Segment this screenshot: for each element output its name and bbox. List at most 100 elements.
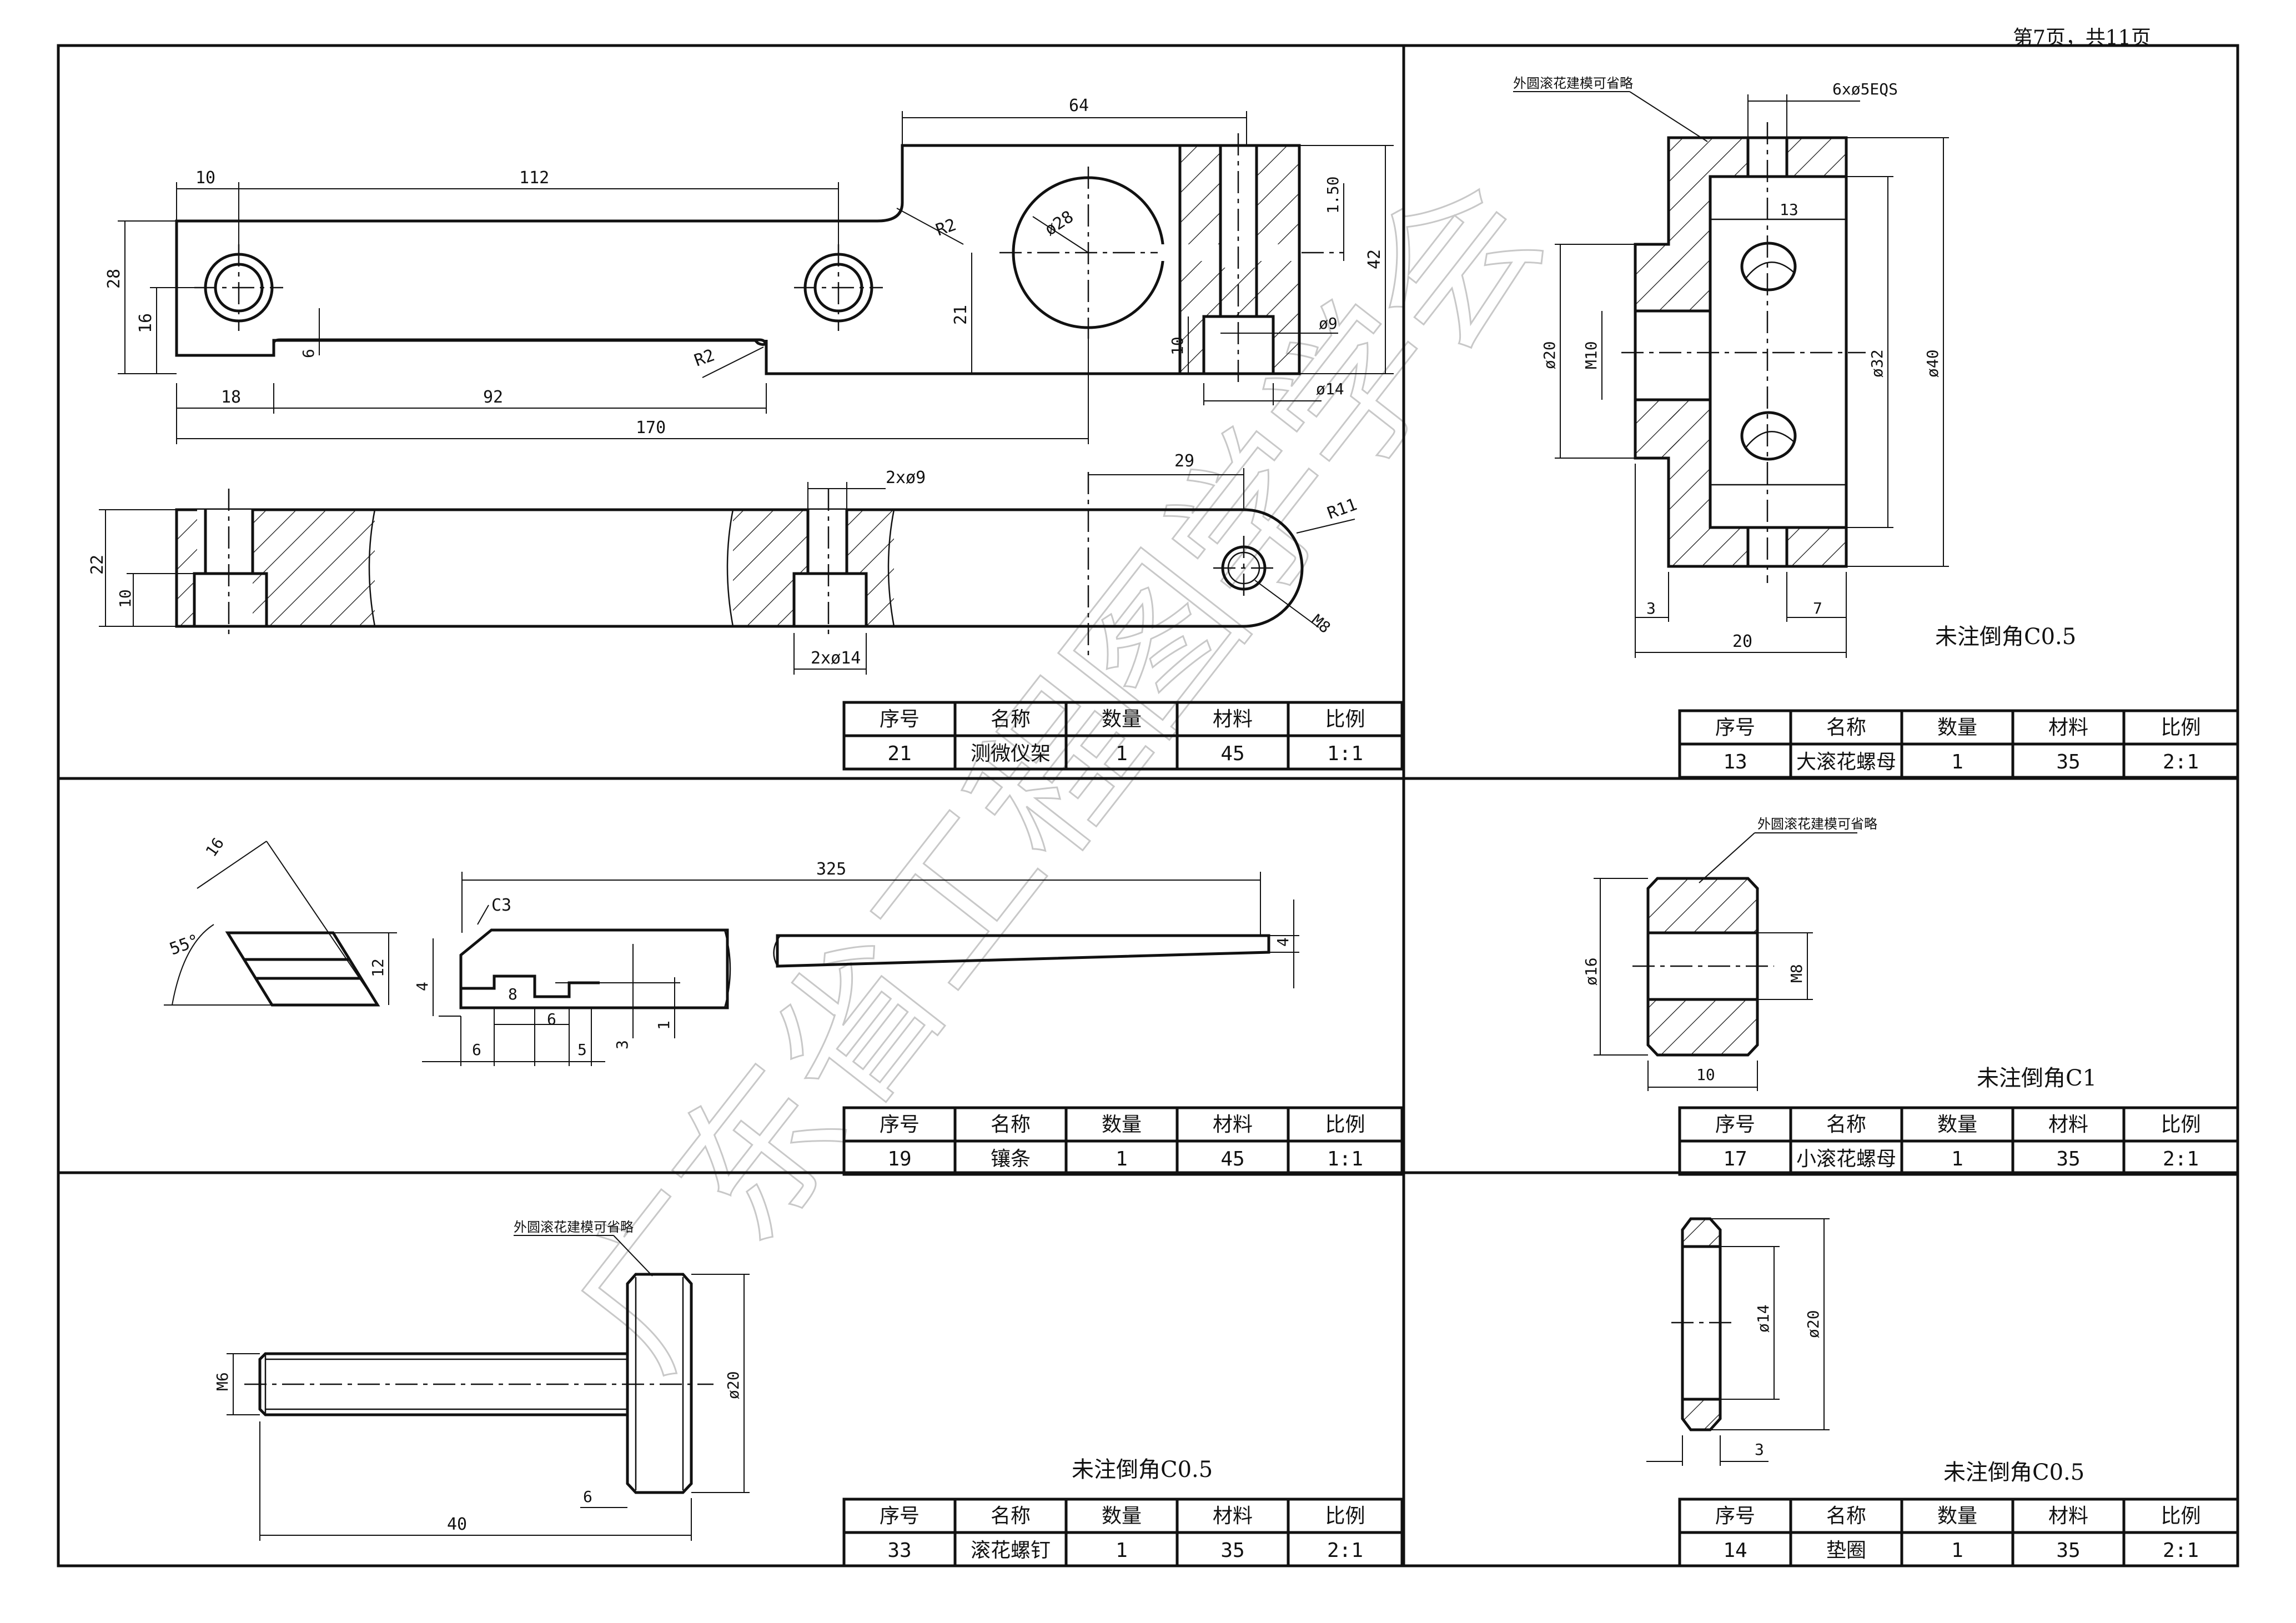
- svg-text:M6: M6: [213, 1372, 232, 1391]
- svg-text:1: 1: [655, 1021, 673, 1030]
- part-13-note: 未注倒角C0.5: [1935, 624, 2076, 650]
- svg-text:C3: C3: [491, 896, 511, 915]
- svg-text:6: 6: [299, 349, 318, 358]
- title-header-cell: 数量: [1102, 708, 1142, 731]
- title-value-cell: 垫圈: [1826, 1539, 1866, 1562]
- title-header-cell: 比例: [2161, 1113, 2200, 1136]
- title-value-cell: 2:1: [2163, 751, 2199, 773]
- title-value-cell: 14: [1723, 1539, 1747, 1562]
- title-value-cell: 21: [887, 742, 911, 765]
- svg-text:M8: M8: [1787, 964, 1806, 983]
- svg-text:22: 22: [88, 555, 107, 575]
- title-header-cell: 材料: [1213, 1505, 1253, 1527]
- svg-text:4: 4: [413, 982, 431, 991]
- title-header-cell: 名称: [991, 1113, 1031, 1136]
- title-value-cell: 17: [1723, 1148, 1747, 1170]
- part-19-drawing: 16 55° 12 325 C3 4 4 8 6 6 5 3 1: [164, 834, 1299, 1066]
- title-header-cell: 序号: [1715, 716, 1755, 739]
- svg-text:ø16: ø16: [1582, 957, 1600, 986]
- svg-text:ø32: ø32: [1868, 349, 1886, 378]
- svg-text:M10: M10: [1582, 341, 1600, 369]
- title-header-cell: 数量: [1937, 716, 1977, 739]
- svg-text:6: 6: [547, 1010, 556, 1028]
- part-17-note: 未注倒角C1: [1977, 1066, 2097, 1091]
- title-header-cell: 数量: [1937, 1505, 1977, 1527]
- svg-text:40: 40: [447, 1515, 467, 1534]
- svg-text:18: 18: [221, 388, 241, 407]
- svg-text:112: 112: [519, 168, 549, 188]
- part-17-drawing: 外圆滚花建模可省略 ø16 M8 10 未注倒角C1: [1582, 816, 2097, 1091]
- title-header-cell: 比例: [2161, 1505, 2200, 1527]
- svg-text:64: 64: [1069, 96, 1089, 115]
- title-value-cell: 1: [1951, 751, 1963, 773]
- svg-text:R2: R2: [933, 215, 959, 240]
- title-value-cell: 1: [1951, 1148, 1963, 1170]
- svg-text:10: 10: [195, 168, 215, 188]
- title-header-cell: 数量: [1937, 1113, 1977, 1136]
- title-value-cell: 1: [1116, 742, 1128, 765]
- title-value-cell: 35: [2056, 751, 2080, 773]
- title-value-cell: 35: [2056, 1539, 2080, 1562]
- title-value-cell: 镶条: [991, 1148, 1031, 1170]
- title-value-cell: 小滚花螺母: [1796, 1148, 1896, 1170]
- title-header-cell: 序号: [880, 1505, 920, 1527]
- svg-text:ø20: ø20: [1540, 341, 1559, 369]
- svg-text:ø14: ø14: [1754, 1304, 1772, 1333]
- title-header-cell: 材料: [1213, 708, 1253, 731]
- svg-text:ø9: ø9: [1319, 314, 1338, 333]
- part-21-drawing: 64 10 112 28 16 R2 ø28 1.50 42 21 10 ø9 …: [88, 96, 1394, 675]
- title-value-cell: 大滚花螺母: [1796, 751, 1896, 773]
- svg-text:170: 170: [636, 418, 666, 438]
- title-value-cell: 35: [2056, 1148, 2080, 1170]
- title-header-cell: 序号: [880, 1113, 920, 1136]
- leader-note: 外圆滚花建模可省略: [514, 1219, 634, 1235]
- svg-text:2xø9: 2xø9: [886, 468, 926, 488]
- title-value-cell: 滚花螺钉: [971, 1539, 1051, 1562]
- watermark: 广东省工程图学学会: [538, 143, 1577, 1400]
- svg-text:42: 42: [1365, 249, 1384, 269]
- svg-text:10: 10: [1168, 336, 1187, 355]
- svg-text:29: 29: [1174, 451, 1194, 471]
- title-value-cell: 2:1: [1327, 1539, 1363, 1562]
- svg-text:4: 4: [1274, 937, 1292, 947]
- title-header-cell: 名称: [1826, 716, 1866, 739]
- leader-note: 外圆滚花建模可省略: [1757, 816, 1877, 832]
- svg-text:3: 3: [613, 1040, 631, 1049]
- svg-text:ø40: ø40: [1923, 349, 1942, 378]
- title-header-cell: 比例: [1325, 708, 1365, 731]
- svg-text:8: 8: [508, 985, 518, 1003]
- leader-note: 外圆滚花建模可省略: [1513, 76, 1633, 91]
- svg-text:10: 10: [116, 589, 134, 608]
- svg-text:M8: M8: [1308, 611, 1334, 637]
- title-value-cell: 2:1: [2163, 1148, 2199, 1170]
- part-13-drawing: 外圆滚花建模可省略 6xø5EQS 13 ø20 M10 ø32 ø40 3 7…: [1513, 76, 2076, 658]
- title-value-cell: 1:1: [1327, 1148, 1363, 1170]
- svg-text:5: 5: [577, 1041, 587, 1059]
- title-header-cell: 材料: [1213, 1113, 1253, 1136]
- title-blocks: 序号21名称测微仪架数量1材料45比例1:1序号13名称大滚花螺母数量1材料35…: [842, 701, 2239, 1567]
- title-value-cell: 2:1: [2163, 1539, 2199, 1562]
- svg-text:R2: R2: [692, 345, 717, 370]
- svg-text:13: 13: [1780, 200, 1798, 219]
- part-33-note: 未注倒角C0.5: [1072, 1457, 1213, 1483]
- title-header-cell: 名称: [991, 1505, 1031, 1527]
- title-header-cell: 名称: [991, 708, 1031, 731]
- title-header-cell: 序号: [880, 708, 920, 731]
- svg-text:3: 3: [1755, 1440, 1764, 1459]
- title-header-cell: 名称: [1826, 1113, 1866, 1136]
- title-header-cell: 比例: [1325, 1505, 1365, 1527]
- svg-text:16: 16: [136, 313, 155, 333]
- title-value-cell: 1:1: [1327, 742, 1363, 765]
- title-header-cell: 比例: [2161, 716, 2200, 739]
- title-header-cell: 序号: [1715, 1113, 1755, 1136]
- svg-text:3: 3: [1646, 599, 1656, 617]
- svg-text:ø28: ø28: [1041, 207, 1077, 240]
- title-value-cell: 测微仪架: [971, 742, 1051, 765]
- svg-text:10: 10: [1696, 1066, 1715, 1084]
- title-header-cell: 材料: [2048, 1113, 2088, 1136]
